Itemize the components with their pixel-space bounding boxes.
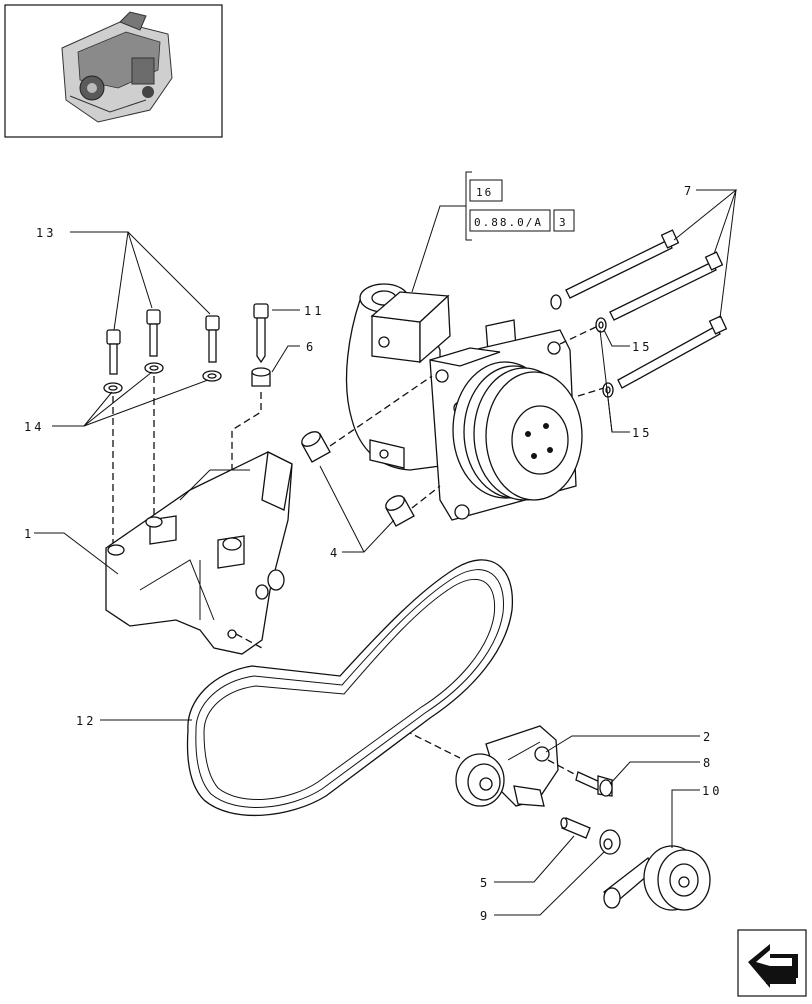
idler-pulley-10 xyxy=(603,845,711,911)
callout-7: 7 xyxy=(684,184,694,198)
callout-15-upper: 15 xyxy=(632,340,652,354)
long-bolt-middle xyxy=(609,251,724,321)
long-bolt-top xyxy=(565,229,680,299)
callout-11: 11 xyxy=(304,304,324,318)
callout-5: 5 xyxy=(480,876,490,890)
long-bolt-bottom xyxy=(617,315,728,389)
callout-12: 12 xyxy=(76,714,96,728)
callout-10: 10 xyxy=(702,784,722,798)
washers-15 xyxy=(595,317,614,398)
bushings-4 xyxy=(301,431,415,527)
callout-4: 4 xyxy=(330,546,340,560)
leader-lines xyxy=(34,189,738,916)
ac-compressor xyxy=(345,283,583,521)
callout-15-lower: 15 xyxy=(632,426,652,440)
bolts-13 xyxy=(106,309,220,375)
callout-14: 14 xyxy=(24,420,44,434)
drive-belt-12 xyxy=(186,559,514,817)
bolt-8 xyxy=(575,771,613,797)
washers-14 xyxy=(103,362,222,394)
engine-thumbnail[interactable] xyxy=(4,4,223,138)
tensioner-2 xyxy=(455,725,559,807)
ref-page: 3 xyxy=(559,216,568,229)
callout-labels: 13 14 1 11 6 4 12 7 15 15 2 8 10 5 9 xyxy=(24,184,722,923)
callout-13: 13 xyxy=(36,226,56,240)
callout-9: 9 xyxy=(480,909,490,923)
stud-5 xyxy=(560,817,591,839)
washer-top xyxy=(550,294,562,310)
bracket-1 xyxy=(105,451,293,655)
long-bolts-7 xyxy=(550,229,728,389)
ref-code: 0.88.0/A xyxy=(474,216,543,229)
spacer-6 xyxy=(251,367,271,387)
next-page-arrow-icon[interactable] xyxy=(737,929,807,997)
ref-sheet: 16 xyxy=(476,186,493,199)
nut-9 xyxy=(599,829,621,855)
engine-thumbnail-icon xyxy=(61,11,173,123)
bolt-11 xyxy=(253,303,269,364)
callout-2: 2 xyxy=(703,730,713,744)
reference-box[interactable]: 16 0.88.0/A 3 xyxy=(465,171,575,241)
callout-8: 8 xyxy=(703,756,713,770)
callout-1: 1 xyxy=(24,527,34,541)
callout-6: 6 xyxy=(306,340,316,354)
